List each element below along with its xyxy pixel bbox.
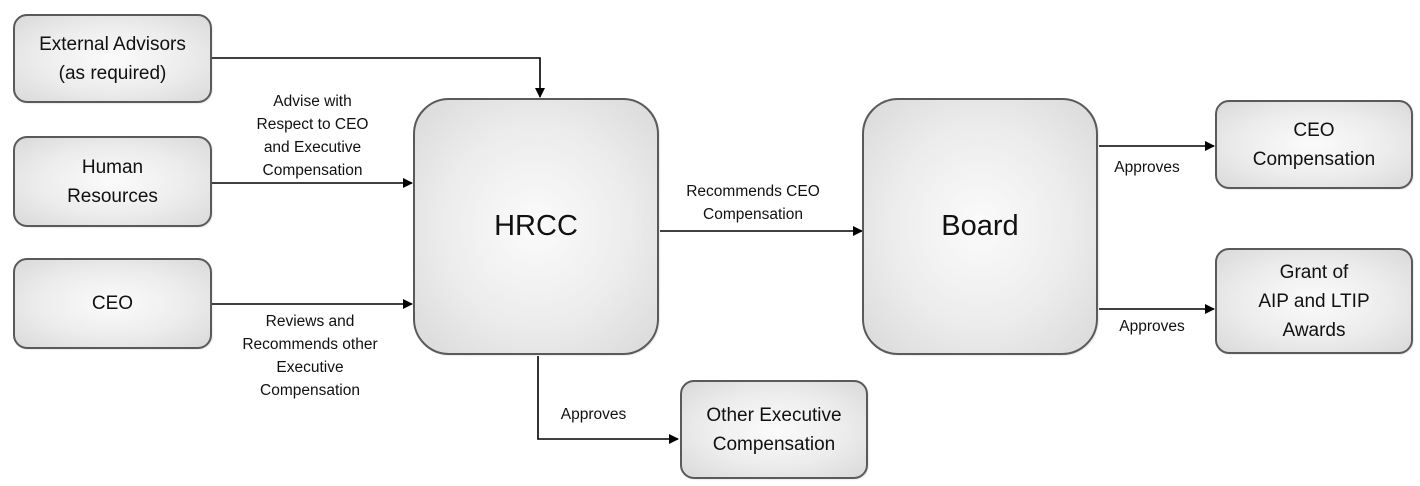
edge-label-line: Approves: [1114, 159, 1180, 176]
external-advisors-node: External Advisors (as required): [13, 14, 212, 103]
edge-label-line: Reviews and: [265, 313, 355, 330]
other-exec-comp-node: Other Executive Compensation: [680, 380, 868, 479]
arrow-external-advisors-to-hrcc: [212, 57, 545, 98]
edge-label-line: Recommends other: [242, 336, 378, 353]
edge-label-line: Recommends CEO: [686, 183, 820, 200]
board-node: Board: [862, 98, 1098, 355]
node-label: Awards: [1282, 319, 1346, 341]
edge-label-line: Approves: [1119, 318, 1185, 335]
human-resources-node: Human Resources: [13, 136, 212, 227]
recommends-edge-label: Recommends CEO Compensation: [668, 180, 838, 226]
node-label: HRCC: [494, 210, 578, 242]
reviews-edge-label: Reviews and Recommends other Executive C…: [225, 310, 395, 402]
edge-label-line: Approves: [560, 406, 627, 423]
approves-grant-label: Approves: [1107, 315, 1197, 338]
advise-edge-label: Advise with Respect to CEO and Executive…: [230, 90, 395, 182]
edge-label-line: Compensation: [703, 206, 803, 223]
node-label: AIP and LTIP: [1258, 290, 1370, 312]
node-label: Compensation: [712, 433, 836, 455]
approves-ceo-comp-label: Approves: [1102, 156, 1192, 179]
edge-label-line: and Executive: [263, 139, 362, 156]
node-label: Board: [941, 210, 1019, 242]
node-label: Other Executive: [706, 404, 842, 426]
approves-other-label: Approves: [546, 403, 641, 426]
edge-label-line: Executive: [276, 359, 344, 376]
edge-label-line: Respect to CEO: [256, 116, 369, 133]
hrcc-node: HRCC: [413, 98, 659, 355]
node-label: Resources: [67, 185, 158, 207]
node-label: CEO: [91, 293, 134, 314]
edge-label-line: Compensation: [260, 382, 360, 399]
node-label: Human: [81, 156, 144, 178]
node-label: External Advisors: [39, 33, 186, 55]
node-label: Compensation: [1252, 148, 1376, 170]
node-label: (as required): [58, 62, 167, 84]
grant-awards-node: Grant of AIP and LTIP Awards: [1215, 248, 1413, 354]
edge-label-line: Compensation: [262, 162, 363, 179]
ceo-node: CEO: [13, 258, 212, 349]
node-label: Grant of: [1279, 261, 1349, 283]
node-label: CEO: [1293, 119, 1335, 141]
ceo-compensation-node: CEO Compensation: [1215, 100, 1413, 189]
edge-label-line: Advise with: [273, 93, 352, 110]
arrow-hrcc-to-other-exec-comp: [537, 356, 679, 444]
